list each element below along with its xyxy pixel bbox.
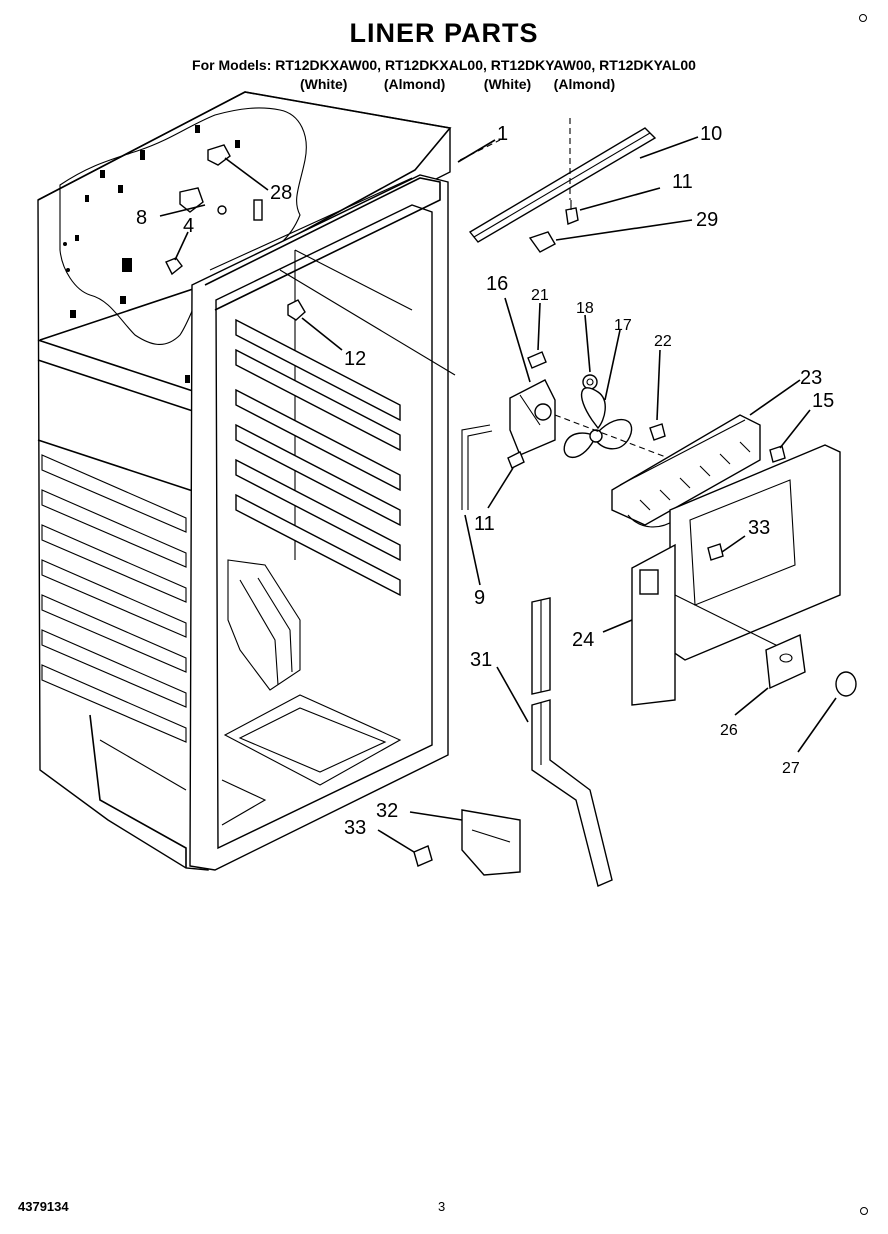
- callout-33-bottom: 33: [344, 817, 366, 839]
- color-label: (Almond): [553, 76, 616, 92]
- cutaway-marks: [63, 125, 240, 383]
- callout-16: 16: [486, 273, 508, 295]
- liner-cabinet: [37, 91, 456, 871]
- callout-27: 27: [782, 760, 800, 777]
- callout-8: 8: [136, 207, 147, 229]
- cabinet-base: [89, 714, 187, 868]
- cabinet-band: [37, 439, 206, 496]
- callout-17: 17: [614, 317, 632, 334]
- page-title: LINER PARTS: [349, 18, 539, 48]
- color-label: (White): [483, 76, 532, 92]
- callout-33-panel: 33: [748, 517, 770, 539]
- callout-10: 10: [700, 123, 722, 145]
- callout-26: 26: [720, 722, 738, 739]
- callout-21: 21: [531, 287, 549, 304]
- screw-11-side: [507, 451, 525, 469]
- callout-9: 9: [474, 587, 485, 609]
- clip-29: [528, 231, 556, 253]
- registration-mark: [859, 14, 867, 22]
- screw-15: [769, 445, 786, 463]
- page-number: 3: [438, 1199, 446, 1214]
- document-number: 4379134: [18, 1199, 69, 1214]
- callout-28: 28: [270, 182, 292, 204]
- cabinet-ribs: [41, 454, 187, 743]
- callout-15: 15: [812, 390, 834, 412]
- drain-trough-31: [531, 597, 613, 887]
- callout-12: 12: [344, 348, 366, 370]
- screw-33-bottom: [413, 845, 433, 867]
- plate-26: [765, 633, 806, 690]
- bracket-near-28: [253, 199, 263, 221]
- fan-blade-17: [563, 387, 633, 458]
- callout-labels: 1 10 11 29 28 8 4 12 16 21 18 17 22 23 1…: [136, 123, 834, 839]
- callout-11-lower: 11: [474, 513, 495, 535]
- screw-22: [649, 423, 666, 441]
- clip-28: [207, 144, 231, 166]
- cabinet-band: [37, 359, 206, 416]
- models-line: For Models: RT12DKXAW00, RT12DKXAL00, RT…: [192, 57, 696, 73]
- screw-11-top: [565, 200, 579, 225]
- callout-24: 24: [572, 629, 594, 651]
- clip-12: [287, 299, 306, 321]
- callout-32: 32: [376, 800, 398, 822]
- callout-31: 31: [470, 649, 492, 671]
- trim-strip-10: [468, 127, 657, 243]
- color-label: (White): [300, 76, 348, 92]
- knob-27: [835, 671, 857, 697]
- leader-lines: [159, 136, 837, 853]
- crisper-housing: [227, 559, 301, 691]
- callout-18: 18: [576, 300, 594, 317]
- liner-divider: [204, 177, 441, 311]
- liner-opening: [215, 204, 433, 850]
- bracket-32: [461, 809, 521, 876]
- color-labels: (White) (Almond) (White) (Almond): [300, 76, 615, 92]
- screw-33-panel: [707, 543, 724, 561]
- registration-mark: [860, 1207, 868, 1215]
- callout-29: 29: [696, 209, 718, 231]
- grommet-18: [582, 374, 598, 390]
- callout-22: 22: [654, 333, 672, 350]
- callout-11: 11: [672, 171, 693, 193]
- screw-21: [527, 351, 547, 369]
- color-label: (Almond): [383, 76, 446, 92]
- wire-harness-9: [461, 424, 493, 510]
- cabinet-top: [37, 91, 452, 341]
- liner-floor: [223, 694, 402, 786]
- callout-23: 23: [800, 367, 822, 389]
- clip-4: [165, 257, 183, 276]
- shelf-rails: [235, 318, 401, 597]
- callout-4: 4: [183, 215, 194, 237]
- control-panel-24: [631, 543, 676, 706]
- fan-motor-bracket-16: [509, 379, 556, 456]
- cabinet-band: [37, 339, 206, 396]
- callout-1: 1: [497, 123, 508, 145]
